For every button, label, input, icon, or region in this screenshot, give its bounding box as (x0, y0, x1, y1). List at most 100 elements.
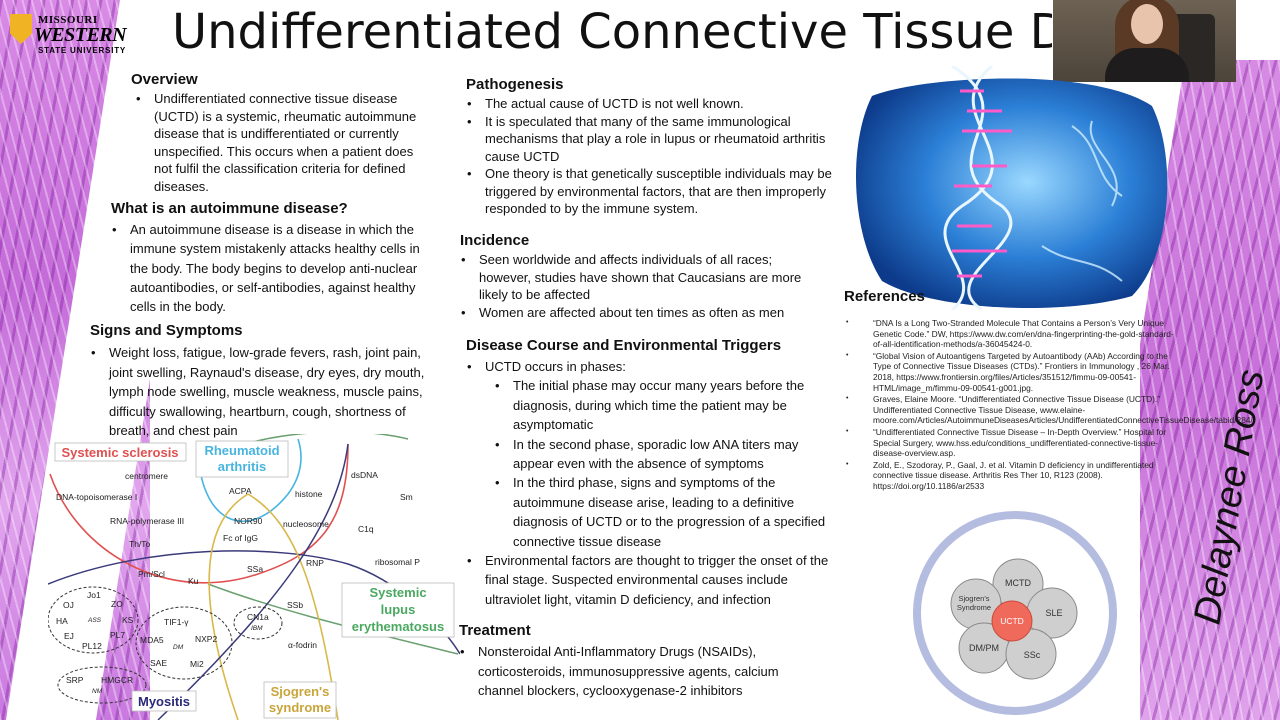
reference-item: “Global Vision of Autoantigens Targeted … (846, 351, 1178, 393)
page-title: Undifferentiated Connective Tissue Di (172, 4, 1052, 60)
cluster-ellipse (48, 586, 139, 654)
antigen-label: SAE (150, 658, 167, 668)
logo-text: MISSOURI (38, 14, 98, 26)
group-label-systemic-sclerosis: Systemic sclerosis (61, 445, 178, 460)
section-heading-signs: Signs and Symptoms (90, 322, 243, 339)
antigen-label: SRP (66, 675, 84, 685)
systemic-sclerosis-curve (49, 443, 349, 584)
antigen-label: DNA-topoisomerase I (56, 492, 137, 502)
list-item: The actual cause of UCTD is not well kno… (465, 95, 835, 113)
disease-label: SLE (1045, 608, 1062, 618)
cluster-ellipse (57, 666, 147, 704)
group-label-sle: erythematosus (352, 619, 444, 634)
list-item: It is speculated that many of the same i… (465, 113, 835, 166)
reference-item: Zold, E., Szodoray, P., Gaal, J. et al. … (846, 460, 1178, 492)
list-item: Seen worldwide and affects individuals o… (459, 251, 824, 304)
section-heading-disease-course: Disease Course and Environmental Trigger… (466, 337, 782, 354)
treatment-list: Nonsteroidal Anti-Inflammatory Drugs (NS… (458, 642, 803, 701)
section-heading-incidence: Incidence (460, 232, 530, 249)
antigen-label: nucleosome (283, 519, 329, 529)
antigen-label: SSa (247, 564, 263, 574)
section-heading-overview: Overview (131, 71, 198, 88)
antigen-label: EJ (64, 631, 74, 641)
group-box (195, 440, 289, 478)
antigen-label: PL12 (82, 641, 102, 651)
group-box (131, 690, 197, 712)
antigen-label: Th/To (129, 539, 151, 549)
sjogren-curve-left (208, 493, 249, 720)
reference-item: “Undifferentiated Connective Tissue Dise… (846, 427, 1178, 459)
group-label-sle: Systemic (369, 585, 426, 600)
section-heading-pathogenesis: Pathogenesis (466, 76, 564, 93)
autoimmune-list: An autoimmune disease is a disease in wh… (110, 220, 435, 316)
antigen-label: Fc of IgG (223, 533, 258, 543)
reference-item: Graves, Elaine Moore. “Undifferentiated … (846, 394, 1255, 426)
antigen-label: DM (173, 644, 184, 651)
incidence-list: Seen worldwide and affects individuals o… (459, 251, 824, 321)
antigen-label: histone (295, 489, 323, 499)
disease-course-list: UCTD occurs in phases: The initial phase… (465, 357, 840, 609)
antigen-label: ribosomal P (375, 557, 420, 567)
list-item: One theory is that genetically susceptib… (465, 165, 835, 218)
antigen-label: Mi2 (190, 659, 204, 669)
group-box (341, 582, 455, 638)
cluster-ellipse (233, 606, 283, 640)
disease-overlap-diagram: MCTD Sjogren's Syndrome UCTD SLE DM/PM S… (913, 511, 1117, 715)
group-label-myositis: Myositis (138, 694, 190, 709)
group-label-sjogren: Sjogren's (271, 684, 330, 699)
antigen-label: Jo1 (87, 590, 101, 600)
antigen-label: IBM (251, 625, 263, 632)
antigen-label: ASS (87, 617, 102, 624)
list-item: In the second phase, sporadic low ANA ti… (465, 435, 840, 474)
antigen-label: α-fodrin (288, 640, 317, 650)
antigen-label: HMGCR (101, 675, 133, 685)
autoantibody-venn-diagram: Systemic sclerosis Rheumatoid arthritis … (48, 434, 460, 720)
list-item: The initial phase may occur many years b… (465, 376, 840, 434)
antigen-label: Sm (400, 492, 413, 502)
reference-item: “DNA Is a Long Two-Stranded Molecule Tha… (846, 318, 1178, 350)
antigen-label: TIF1-γ (164, 617, 189, 627)
antigen-label: HA (56, 616, 68, 626)
antigen-label: ACPA (229, 486, 252, 496)
section-heading-autoimmune: What is an autoimmune disease? (111, 200, 348, 217)
shield-icon (10, 14, 32, 44)
antigen-label: SSb (287, 600, 303, 610)
disease-label: Syndrome (957, 603, 991, 612)
antigen-label: RNA-polymerase III (110, 516, 184, 526)
group-label-sjogren: syndrome (269, 700, 331, 715)
antigen-label: CN1a (247, 612, 269, 622)
antigen-label: Ku (188, 576, 199, 586)
signs-list: Weight loss, fatigue, low-grade fevers, … (89, 343, 439, 441)
logo-text: WESTERN (34, 24, 127, 46)
rheumatoid-arthritis-curve (197, 438, 302, 522)
section-heading-references: References (844, 288, 925, 305)
university-logo: MISSOURI WESTERN STATE UNIVERSITY (10, 14, 128, 56)
antigen-label: Pm/Scl (138, 569, 165, 579)
logo-text: STATE UNIVERSITY (38, 46, 127, 55)
disease-label: UCTD (1000, 616, 1024, 626)
group-label-arthritis: arthritis (218, 459, 266, 474)
list-item: Women are affected about ten times as of… (459, 304, 824, 322)
list-item: UCTD occurs in phases: (465, 357, 840, 377)
group-label-sle: lupus (381, 602, 416, 617)
group-box (263, 681, 337, 719)
antigen-label: MDA5 (140, 635, 164, 645)
overview-list: Undifferentiated connective tissue disea… (134, 90, 434, 195)
antigen-label: NXP2 (195, 634, 217, 644)
antigen-label: dsDNA (351, 470, 378, 480)
group-box (54, 442, 187, 462)
list-item: An autoimmune disease is a disease in wh… (110, 220, 435, 316)
disease-label: SSc (1024, 650, 1041, 660)
disease-label: DM/PM (969, 643, 999, 653)
dna-helix-image (855, 66, 1168, 310)
list-item: Weight loss, fatigue, low-grade fevers, … (89, 343, 439, 441)
antigen-label: ZO (111, 599, 123, 609)
pathogenesis-list: The actual cause of UCTD is not well kno… (465, 95, 835, 218)
section-heading-treatment: Treatment (459, 622, 531, 639)
antigen-label: OJ (63, 600, 74, 610)
antigen-label: C1q (358, 524, 374, 534)
cluster-ellipse (135, 606, 233, 680)
sjogren-curve-right (247, 493, 339, 720)
antigen-label: centromere (125, 471, 168, 481)
references-list: “DNA Is a Long Two-Stranded Molecule Tha… (846, 318, 1255, 493)
